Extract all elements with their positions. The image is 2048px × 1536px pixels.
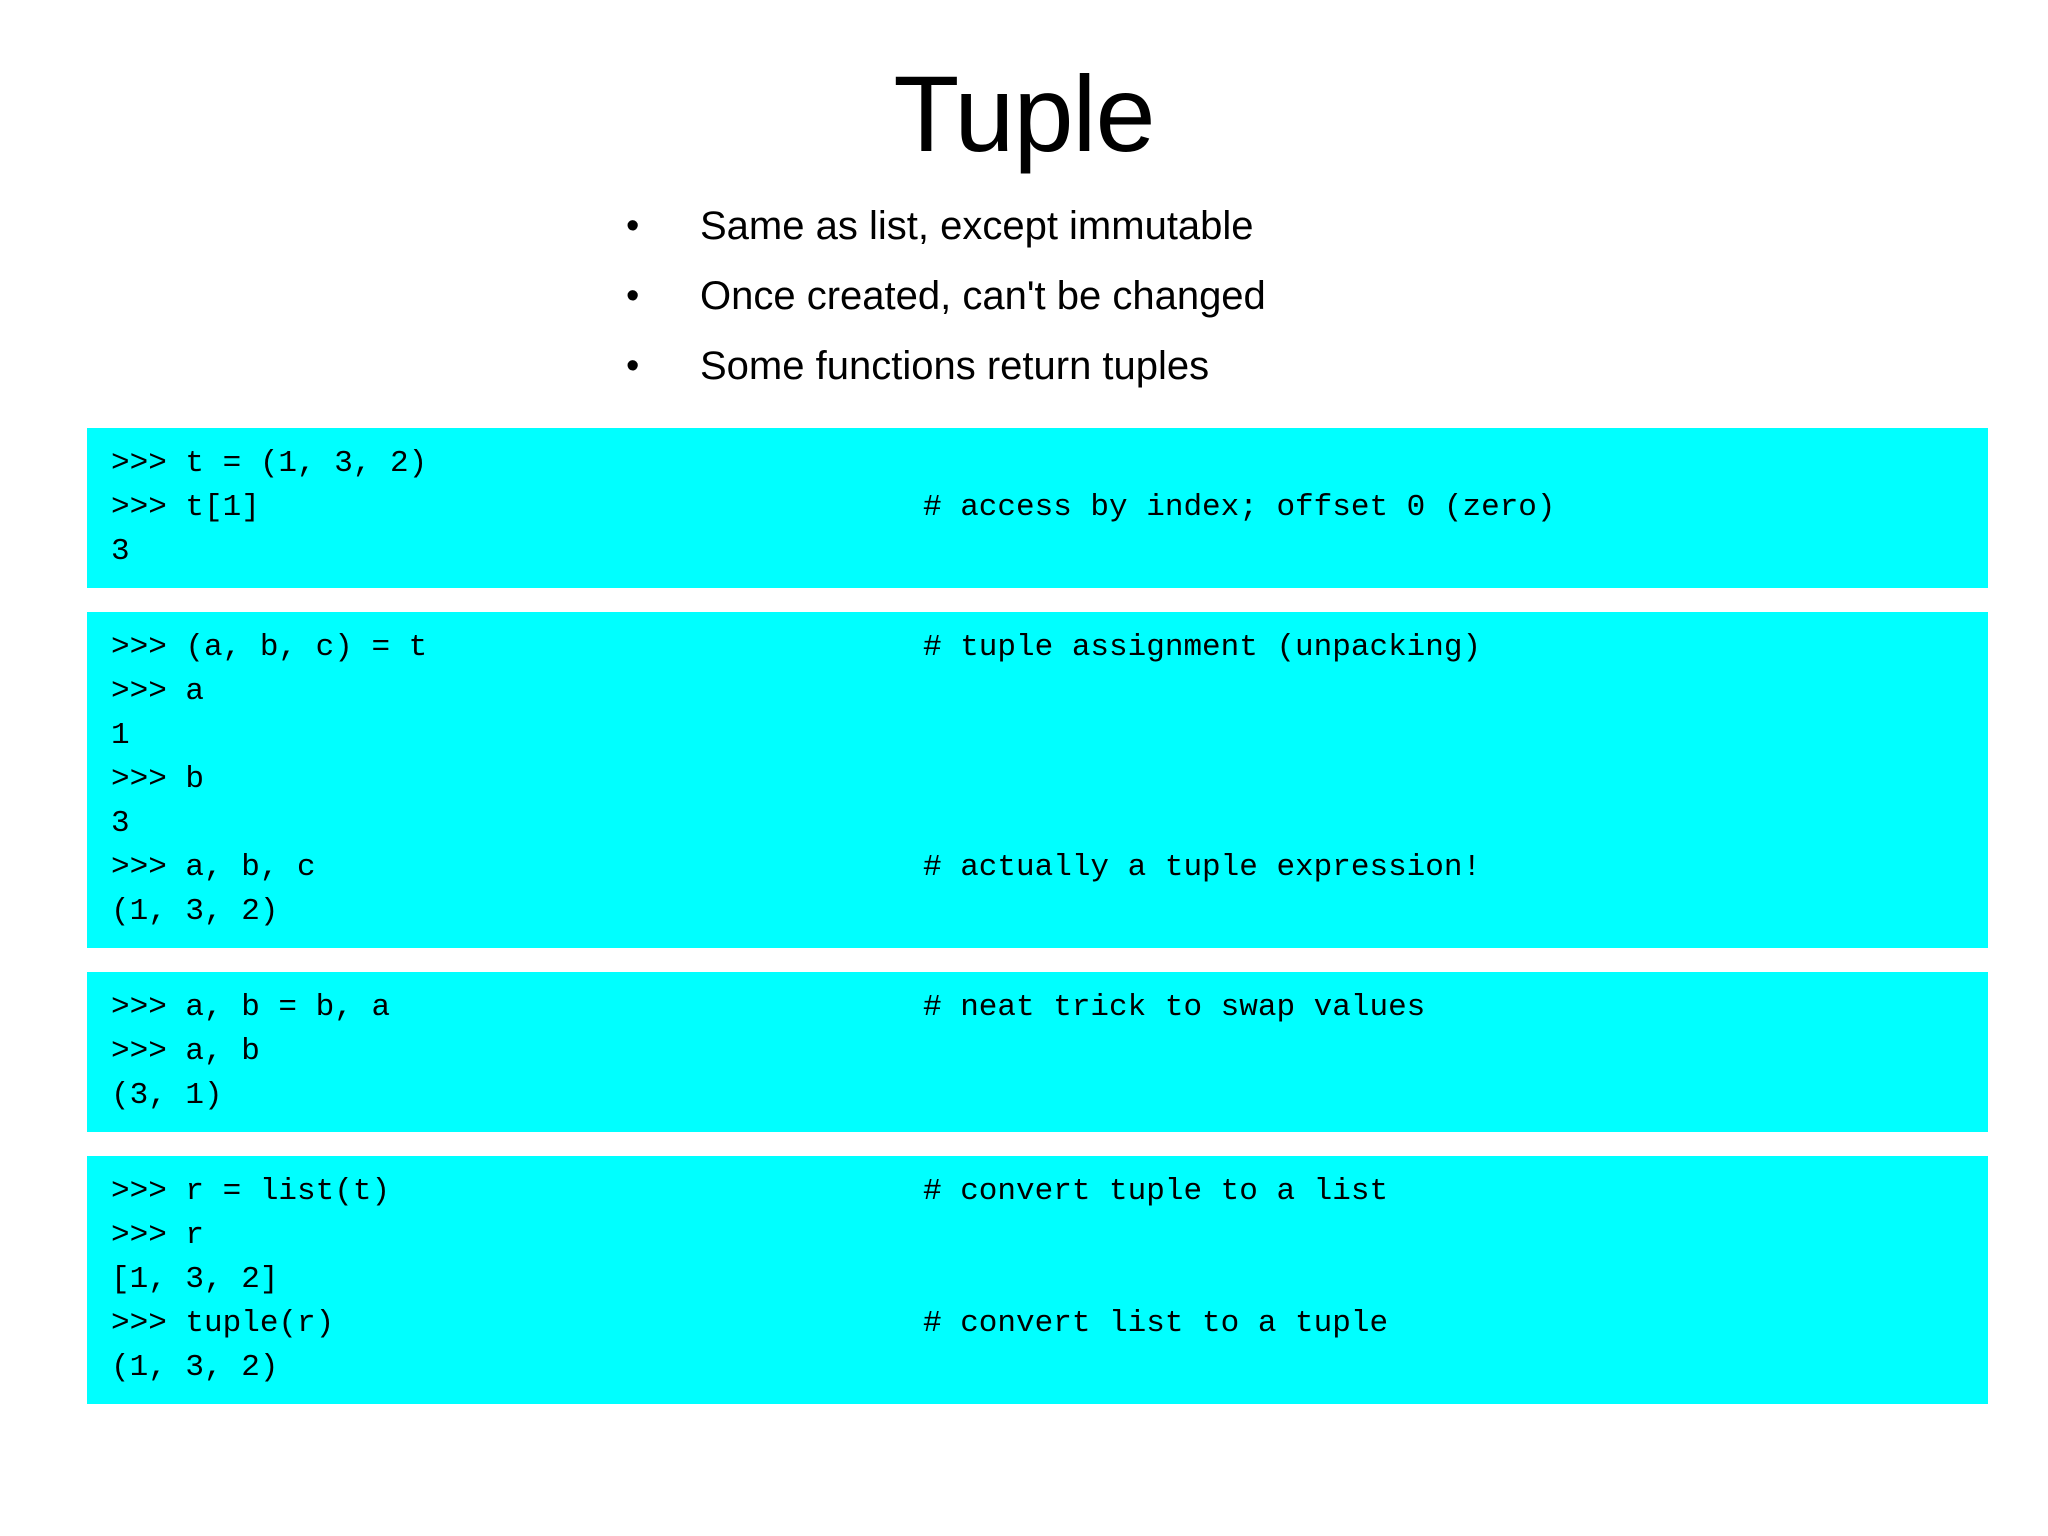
bullet-dot-icon: • [626,205,640,247]
code-line: >>> a [111,670,1988,714]
code-line: >>> b [111,758,1988,802]
code-line: >>> a, b [111,1030,1988,1074]
code-text: >>> r [111,1218,205,1253]
bullet-item: • Some functions return tuples [612,340,1712,392]
code-text: >>> a, b = b, a [111,990,391,1025]
bullet-dot-icon: • [626,275,640,317]
code-line: [1, 3, 2] [111,1258,1988,1302]
code-comment: # tuple assignment (unpacking) [923,630,1482,665]
code-line: >>> t[1] # access by index; offset 0 (zer… [111,486,1988,530]
code-line: >>> tuple(r) # convert list to a tuple [111,1302,1988,1346]
bullet-item: • Once created, can't be changed [612,270,1712,322]
code-text: 3 [111,806,130,841]
code-text: >>> r = list(t) [111,1174,391,1209]
page-title: Tuple [893,53,1155,174]
code-line: >>> r = list(t) # convert tuple to a list [111,1170,1988,1214]
code-line: >>> a, b = b, a # neat trick to swap valu… [111,986,1988,1030]
code-line: 1 [111,714,1988,758]
code-block: >>> r = list(t) # convert tuple to a list… [87,1156,1988,1404]
code-text: >>> a [111,674,205,709]
code-comment: # neat trick to swap values [923,990,1426,1025]
bullet-dot-icon: • [626,345,640,387]
code-block-area: >>> t = (1, 3, 2) >>> t[1] # access by ind… [87,428,1988,1428]
code-comment: # convert tuple to a list [923,1174,1389,1209]
code-text: 1 [111,718,130,753]
code-line: >>> a, b, c # actually a tuple expression… [111,846,1988,890]
code-text: >>> b [111,762,205,797]
code-line: 3 [111,802,1988,846]
code-text: (3, 1) [111,1078,223,1113]
code-text: >>> (a, b, c) = t [111,630,428,665]
code-text: 3 [111,534,130,569]
code-text: (1, 3, 2) [111,1350,279,1385]
code-block: >>> t = (1, 3, 2) >>> t[1] # access by ind… [87,428,1988,588]
code-line: >>> (a, b, c) = t # tuple assignment (unp… [111,626,1988,670]
code-text: [1, 3, 2] [111,1262,279,1297]
code-text: >>> t[1] [111,490,260,525]
code-text: >>> a, b, c [111,850,316,885]
bullet-item-label: Same as list, except immutable [700,204,1254,248]
code-text: >>> t = (1, 3, 2) [111,446,428,481]
code-text: >>> tuple(r) [111,1306,335,1341]
code-text: (1, 3, 2) [111,894,279,929]
bullet-item-label: Once created, can't be changed [700,274,1266,318]
code-line: (3, 1) [111,1074,1988,1118]
bullet-item-label: Some functions return tuples [700,344,1210,388]
code-comment: # actually a tuple expression! [923,850,1482,885]
code-line: (1, 3, 2) [111,890,1988,934]
code-comment: # convert list to a tuple [923,1306,1389,1341]
code-text: >>> a, b [111,1034,260,1069]
code-line: 3 [111,530,1988,574]
code-block: >>> (a, b, c) = t # tuple assignment (unp… [87,612,1988,948]
code-line: >>> t = (1, 3, 2) [111,442,1988,486]
code-block: >>> a, b = b, a # neat trick to swap valu… [87,972,1988,1132]
code-line: (1, 3, 2) [111,1346,1988,1390]
code-line: >>> r [111,1214,1988,1258]
bullet-list: • Same as list, except immutable • Once cre… [612,200,1712,410]
code-comment: # access by index; offset 0 (zero) [923,490,1556,525]
bullet-item: • Same as list, except immutable [612,200,1712,252]
